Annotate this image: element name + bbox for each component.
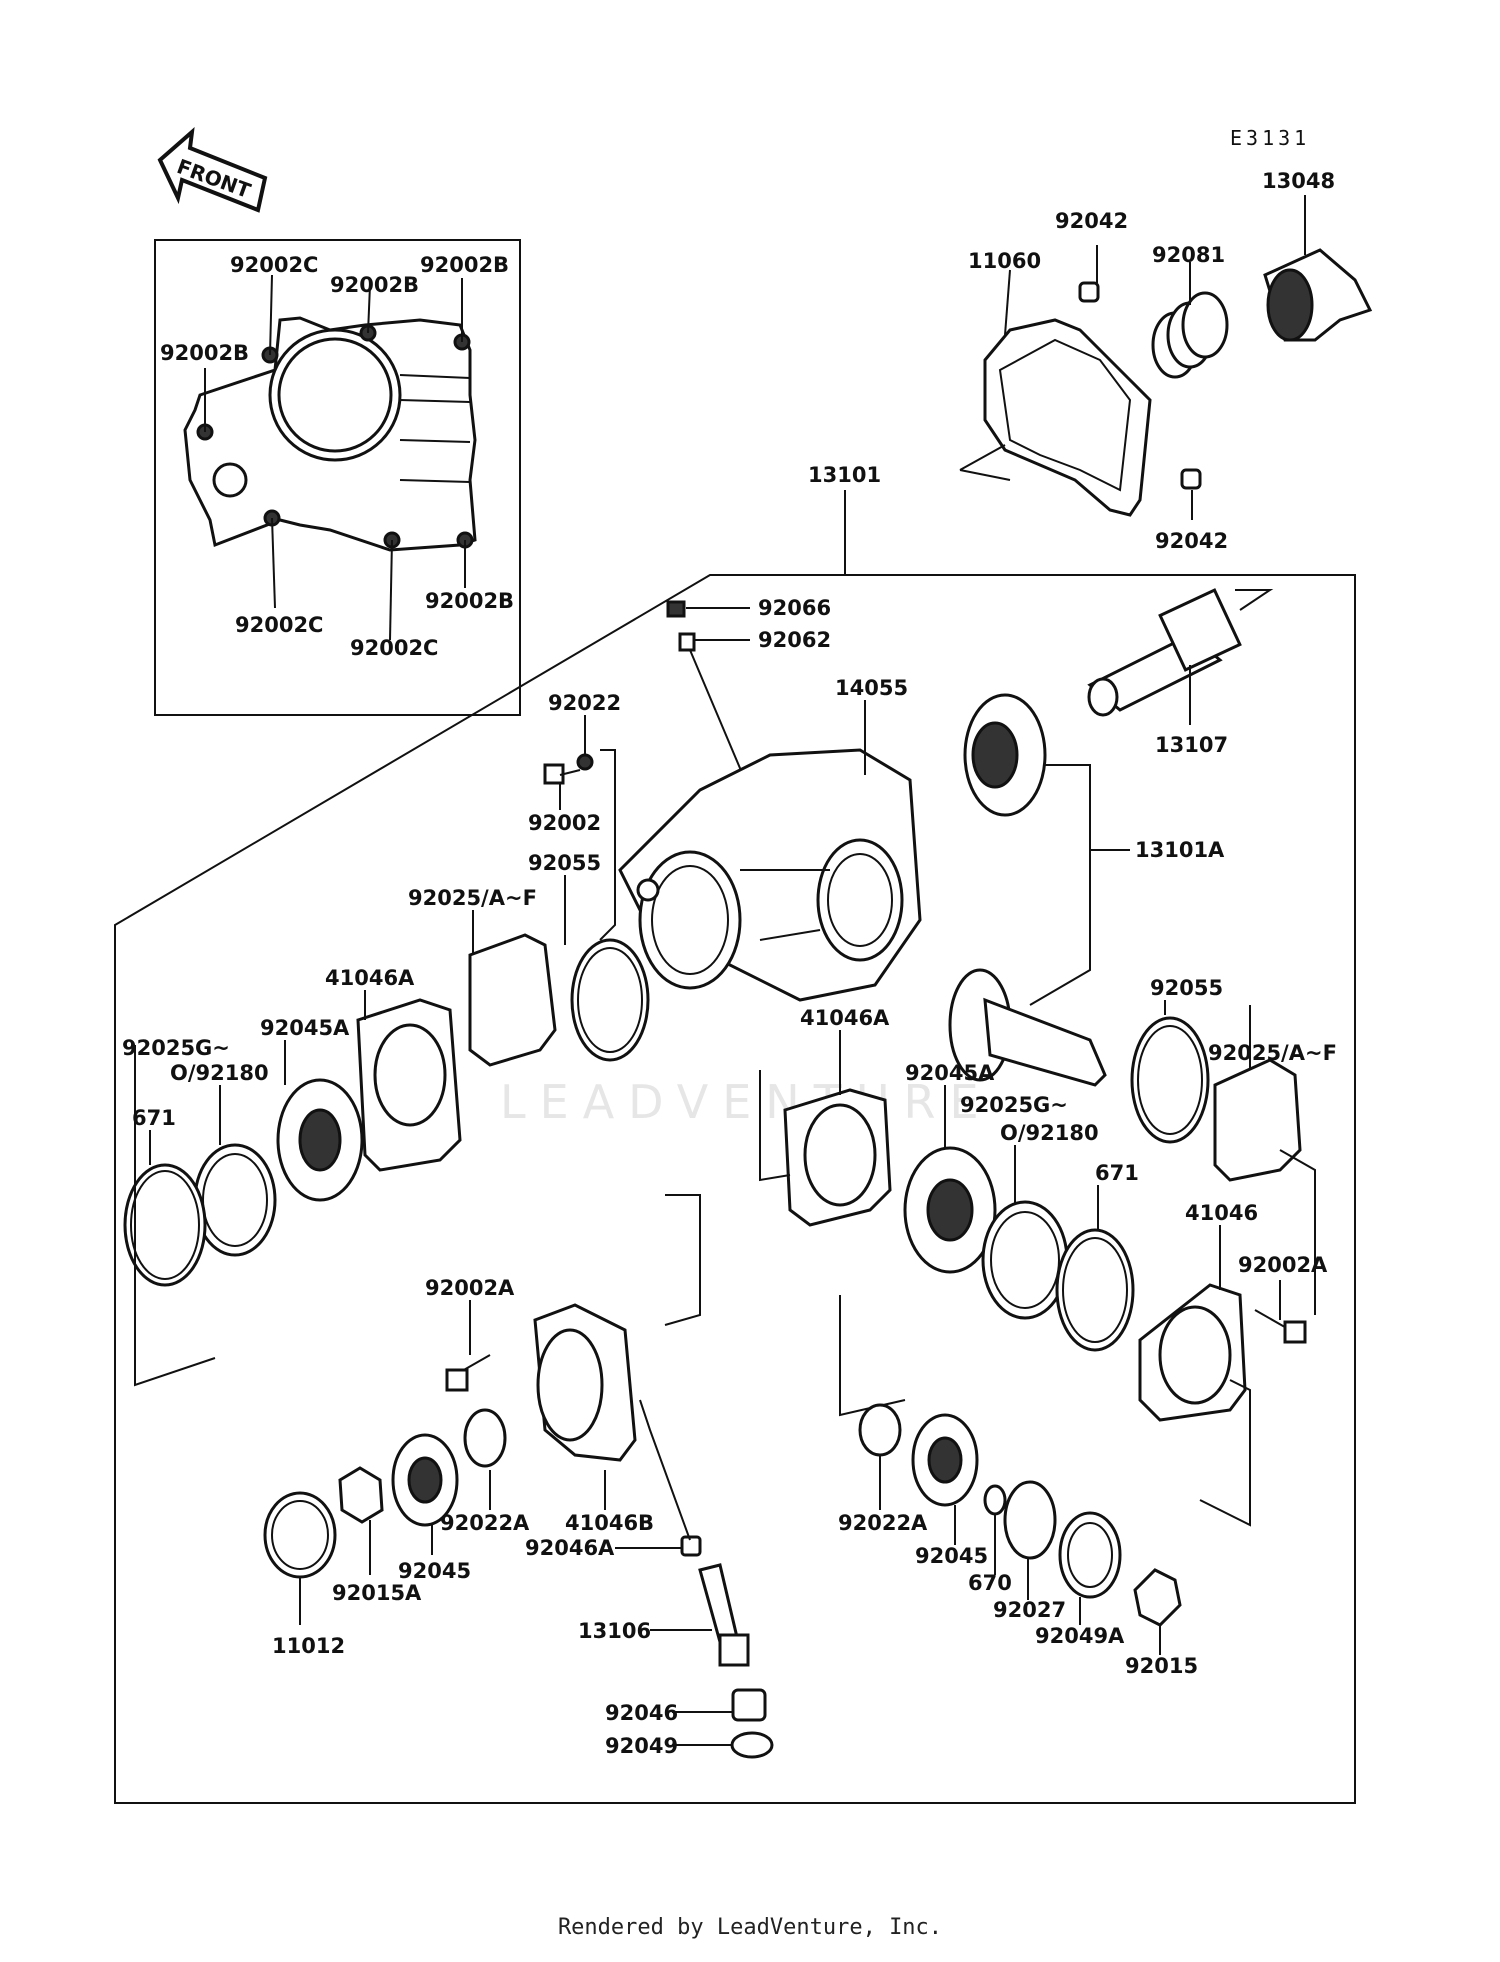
label-92046a: 92046A [525, 1536, 615, 1560]
label-92025g-right-2: O/92180 [1000, 1121, 1099, 1145]
label-41046: 41046 [1185, 1201, 1258, 1225]
shim-92022a-right [858, 1403, 902, 1457]
label-92025g-left-1: 92025G~ [122, 1036, 230, 1060]
shim-92022a-left [463, 1408, 507, 1468]
label-92025af-right: 92025/A~F [1208, 1041, 1337, 1065]
label-671-right: 671 [1095, 1161, 1139, 1185]
shim-92025g-right [981, 1200, 1069, 1320]
oring-92055-left [570, 938, 650, 1062]
label-92015: 92015 [1125, 1654, 1198, 1678]
label-92081: 92081 [1152, 243, 1225, 267]
label-92025g-right-1: 92025G~ [960, 1093, 1068, 1117]
label-92002a-left: 92002A [425, 1276, 515, 1300]
spring-92081 [1151, 291, 1229, 379]
oring-92055-right [1130, 1016, 1210, 1144]
gasket-92025-left [468, 933, 557, 1067]
joint-13048 [1263, 248, 1373, 342]
collar-92027 [1003, 1480, 1057, 1560]
bolt-92002 [543, 763, 581, 785]
label-92002b-b: 92002B [420, 253, 509, 277]
label-92027: 92027 [993, 1598, 1066, 1622]
ring-670 [983, 1484, 1007, 1516]
label-13107: 13107 [1155, 733, 1228, 757]
label-92015a: 92015A [332, 1581, 422, 1605]
dowel-92042-top [1078, 281, 1100, 303]
label-41046b: 41046B [565, 1511, 654, 1535]
label-92002: 92002 [528, 811, 601, 835]
label-13101a: 13101A [1135, 838, 1225, 862]
label-41046a-right: 41046A [800, 1006, 890, 1030]
label-92002c-c: 92002C [350, 636, 438, 660]
front-arrow-icon: FRONT [157, 127, 268, 213]
watermark-text: LEADVENTURE [500, 1075, 993, 1129]
label-92049: 92049 [605, 1734, 678, 1758]
oring-671-right [1055, 1228, 1135, 1352]
label-92002b-a: 92002B [330, 273, 419, 297]
label-92002a-right: 92002A [1238, 1253, 1328, 1277]
nut-92015 [1133, 1568, 1182, 1627]
label-13048: 13048 [1262, 169, 1335, 193]
label-92002c-b: 92002C [235, 613, 323, 637]
gasket-leaders [204, 274, 466, 641]
label-92049a: 92049A [1035, 1624, 1125, 1648]
diagram-code: E3131 [1230, 126, 1310, 150]
label-92025g-left-2: O/92180 [170, 1061, 269, 1085]
washer-92022 [576, 753, 594, 771]
label-671-left: 671 [132, 1106, 176, 1130]
label-92046: 92046 [605, 1701, 678, 1725]
screw-92062 [678, 632, 696, 652]
housing-14055 [618, 748, 922, 1002]
shim-92025g-left [193, 1143, 277, 1257]
assembly-outline [114, 574, 1356, 1804]
label-92055-left: 92055 [528, 851, 601, 875]
label-11060: 11060 [968, 249, 1041, 273]
label-92022a-left: 92022A [440, 1511, 530, 1535]
label-92042-top: 92042 [1055, 209, 1128, 233]
label-92002b-c: 92002B [160, 341, 249, 365]
label-92002c-a: 92002C [230, 253, 318, 277]
oring-671-left [123, 1163, 207, 1287]
nut-92049 [730, 1731, 774, 1759]
seal-92049a [1058, 1511, 1122, 1599]
plug-92066 [666, 600, 686, 618]
label-11012: 11012 [272, 1634, 345, 1658]
collar-92046 [731, 1688, 767, 1722]
label-41046a-left: 41046A [325, 966, 415, 990]
label-13106: 13106 [578, 1619, 651, 1643]
label-92055-right: 92055 [1150, 976, 1223, 1000]
label-92045a-right: 92045A [905, 1061, 995, 1085]
label-92002b-d: 92002B [425, 589, 514, 613]
shaft-13107 [1087, 588, 1242, 717]
label-14055: 14055 [835, 676, 908, 700]
label-92066: 92066 [758, 596, 831, 620]
bolt-92002a-right [1254, 1309, 1307, 1344]
pinion-13106 [698, 1563, 750, 1667]
label-92022a-right: 92022A [838, 1511, 928, 1535]
collar-92046a [680, 1535, 702, 1557]
gasket-92025-right [1213, 1058, 1302, 1182]
gasket-part [183, 316, 477, 552]
label-92045a-left: 92045A [260, 1016, 350, 1040]
label-92022: 92022 [548, 691, 621, 715]
footer-credit: Rendered by LeadVenture, Inc. [557, 1915, 943, 1940]
label-92025af-left: 92025/A~F [408, 886, 537, 910]
inset-box [154, 239, 521, 716]
gear-13101a [948, 693, 1107, 1087]
label-92042-bottom: 92042 [1155, 529, 1228, 553]
label-13101: 13101 [808, 463, 881, 487]
label-92045-left: 92045 [398, 1559, 471, 1583]
nut-92015a [338, 1466, 384, 1524]
bolt-92002a-left [445, 1354, 491, 1392]
cap-11012 [263, 1491, 337, 1579]
cover-11060 [959, 318, 1152, 517]
label-92045-right: 92045 [915, 1544, 988, 1568]
dowel-92042-bottom [1180, 468, 1202, 490]
label-92062: 92062 [758, 628, 831, 652]
label-670: 670 [968, 1571, 1012, 1595]
